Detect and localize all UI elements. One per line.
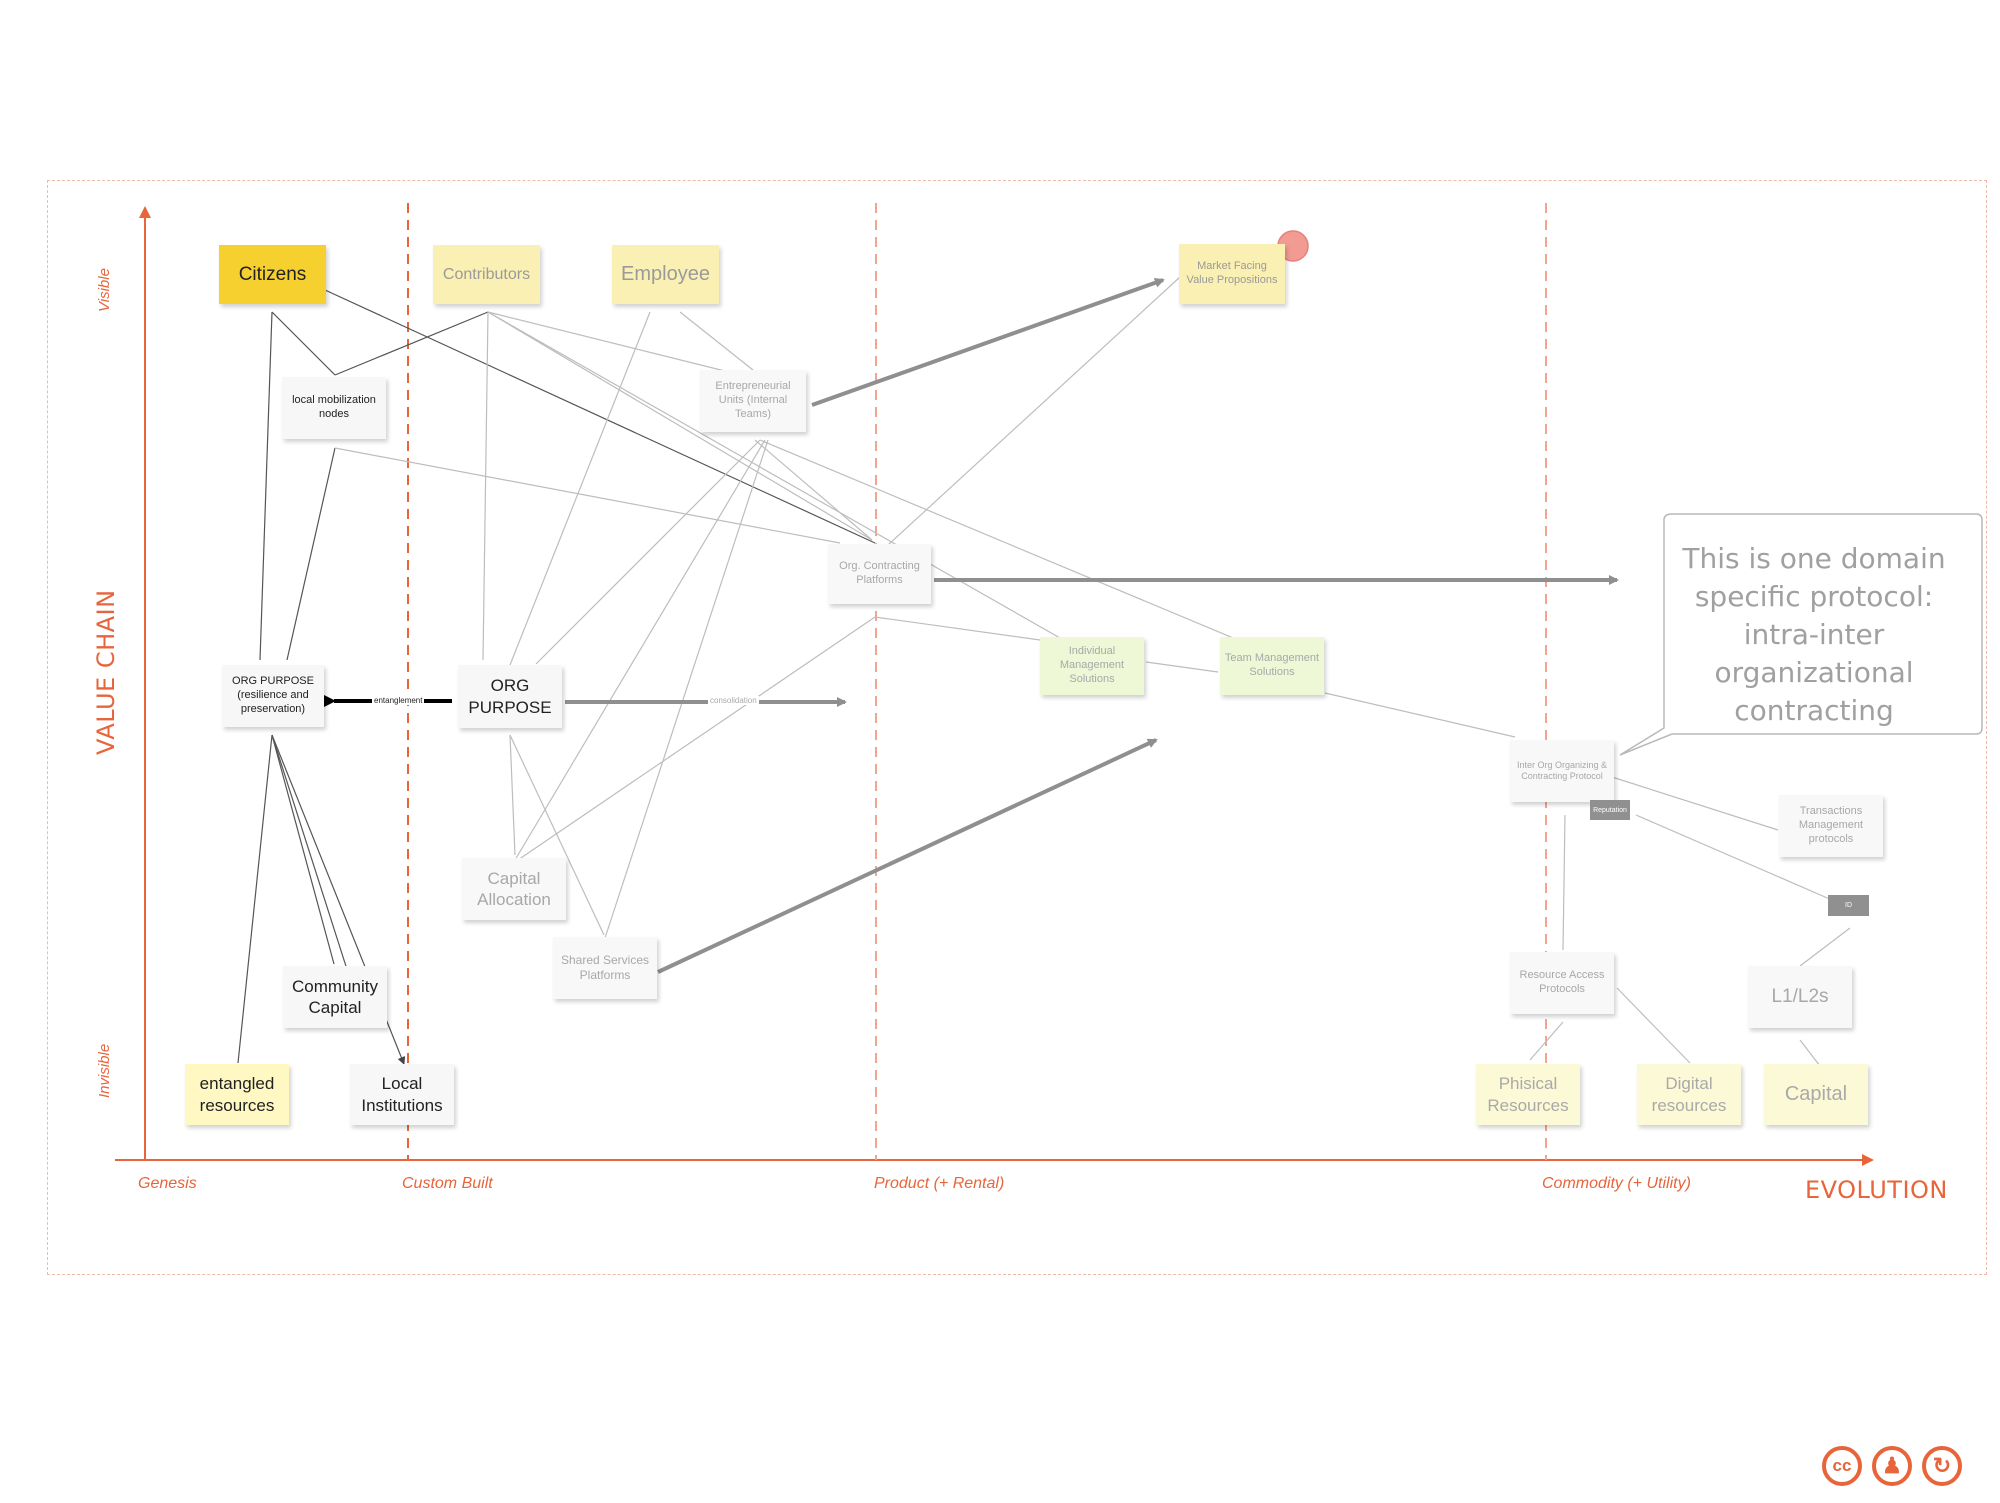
by-icon: ♟ (1872, 1446, 1912, 1486)
y-axis-title: VALUE CHAIN (92, 589, 120, 755)
node-org-purpose[interactable]: ORG PURPOSE (458, 665, 562, 728)
entanglement-label: entanglement (372, 696, 425, 705)
evolution-arrows (565, 277, 1619, 974)
node-market-facing[interactable]: Market Facing Value Propositions (1179, 244, 1285, 304)
invisible-label: Invisible (96, 1043, 113, 1098)
stage-product: Product (+ Rental) (874, 1175, 1005, 1192)
node-employee[interactable]: Employee (612, 245, 719, 304)
node-resource-access[interactable]: Resource Access Protocols (1510, 952, 1614, 1014)
node-l1l2[interactable]: L1/L2s (1748, 966, 1852, 1028)
tag-id: ID (1828, 895, 1869, 916)
callout-text: This is one domain specific protocol: in… (1682, 542, 1946, 727)
node-org-contracting[interactable]: Org. Contracting Platforms (828, 544, 931, 604)
node-entangled-resources[interactable]: entangled resources (185, 1064, 289, 1125)
cc-icon: cc (1822, 1446, 1862, 1486)
node-local-mobilization[interactable]: local mobilization nodes (282, 377, 386, 439)
consolidation-label: consolidation (708, 696, 759, 705)
node-entrepreneurial-units[interactable]: Entrepreneurial Units (Internal Teams) (700, 370, 806, 432)
node-capital[interactable]: Capital (1764, 1064, 1868, 1125)
node-digital-resources[interactable]: Digital resources (1637, 1064, 1741, 1125)
node-team-mgmt[interactable]: Team Management Solutions (1220, 637, 1324, 695)
node-community-capital[interactable]: Community Capital (283, 966, 387, 1028)
x-axis-title: EVOLUTION (1805, 1176, 1948, 1204)
node-local-institutions[interactable]: Local Institutions (350, 1064, 454, 1125)
node-citizens[interactable]: Citizens (219, 245, 326, 304)
stage-custom-built: Custom Built (402, 1175, 493, 1192)
node-shared-services[interactable]: Shared Services Platforms (553, 937, 657, 999)
node-org-purpose-resilience[interactable]: ORG PURPOSE (resilience and preservation… (222, 665, 324, 727)
node-capital-allocation[interactable]: Capital Allocation (462, 858, 566, 920)
visible-label: Visible (96, 268, 113, 312)
node-contributors[interactable]: Contributors (433, 245, 540, 304)
node-inter-org[interactable]: Inter Org Organizing & Contracting Proto… (1510, 740, 1614, 802)
tag-reputation: Reputation (1590, 800, 1630, 820)
sa-icon: ↻ (1922, 1446, 1962, 1486)
node-transactions-mgmt[interactable]: Transactions Management protocols (1779, 795, 1883, 857)
callout-bubble (1619, 513, 1983, 756)
map-frame (47, 180, 1987, 1275)
node-individual-mgmt[interactable]: Individual Management Solutions (1040, 637, 1144, 695)
light-connections (334, 276, 1851, 1067)
stage-genesis: Genesis (138, 1175, 197, 1192)
node-phisical-resources[interactable]: Phisical Resources (1476, 1064, 1580, 1125)
stage-commodity: Commodity (+ Utility) (1542, 1175, 1691, 1192)
